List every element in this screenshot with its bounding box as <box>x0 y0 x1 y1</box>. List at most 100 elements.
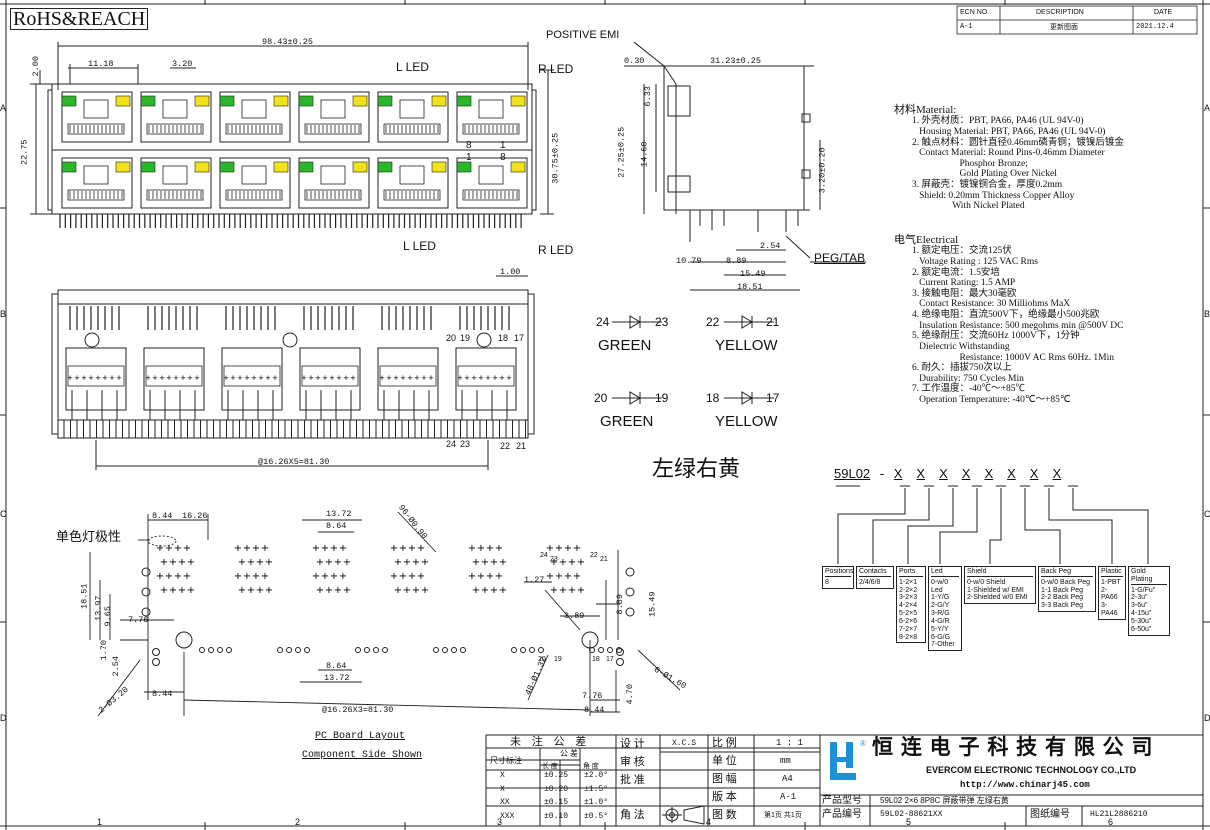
code-box-option: 7-Other <box>931 641 955 649</box>
pcb-dim-8-44: 8.44 <box>152 511 173 521</box>
top-plus-mark: + <box>180 373 185 383</box>
top-plus-mark: + <box>265 373 270 383</box>
part-code-x: X <box>893 466 903 481</box>
pcb-hole-plus: + <box>183 543 191 554</box>
pcb-hole-plus: + <box>178 585 186 596</box>
tolerance-cell: ±0.25 <box>544 771 569 780</box>
tolerance-cell: X <box>500 784 505 794</box>
left-led-green <box>61 95 77 107</box>
angle-method-label: 角 法 <box>620 809 645 821</box>
top-plus-mark: + <box>159 373 164 383</box>
rev-desc: 更新图面 <box>1050 24 1078 31</box>
pcb-hole-plus: + <box>495 543 503 554</box>
pcb-mount-hole <box>175 631 193 649</box>
pcb-pad <box>286 647 292 653</box>
side-dim-18-51: 18.51 <box>737 282 763 292</box>
code-box-option: 2-2 Back Peg <box>1041 594 1084 602</box>
part-code-x: X <box>984 466 994 481</box>
model-value: 59L02 2×6 8P8C 屏蔽带弹 左绿右黄 <box>880 796 1009 805</box>
led-2-a: 22 <box>706 315 720 329</box>
left-led-green <box>219 161 235 173</box>
front-port-contacts <box>304 123 362 135</box>
part-code-x: X <box>1029 466 1039 481</box>
part-code-x: X <box>916 466 926 481</box>
tolerance-cell: ±2.0° <box>584 771 609 780</box>
company-logo-icon <box>830 742 856 780</box>
code-box-option: 0-w/0 Led <box>931 578 949 594</box>
drawing-no-value: HL21L2886210 <box>1090 810 1148 819</box>
pcb-hole-plus: + <box>312 571 320 582</box>
top-plus-mark: + <box>272 373 277 383</box>
design-label: 设 计 <box>620 738 645 750</box>
top-plus-mark: + <box>173 373 178 383</box>
left-led-green <box>456 161 472 173</box>
top-module <box>143 347 205 411</box>
pcb-hole-plus: + <box>160 585 168 596</box>
code-box-option: 3-2×3 <box>899 594 918 602</box>
pcb-hole-plus: + <box>399 571 407 582</box>
top-plus-mark: + <box>251 373 256 383</box>
front-port <box>456 91 528 143</box>
code-box-option: 3-3 Back Peg <box>1041 602 1084 610</box>
top-plus-mark: + <box>506 373 511 383</box>
code-box-title: Led <box>931 568 959 577</box>
front-port-latch <box>162 165 188 185</box>
side-width-dim: 31.23±0.25 <box>710 56 762 66</box>
front-port-contacts <box>383 123 441 135</box>
code-box-option: 1-Y/G <box>931 594 950 602</box>
top-module-inner <box>379 365 437 387</box>
led-2-b: 21 <box>766 315 780 329</box>
front-port <box>456 157 528 209</box>
top-module <box>221 347 283 411</box>
front-port <box>377 157 449 209</box>
pcb-hole-plus: + <box>238 557 246 568</box>
pcb-pad <box>373 647 379 653</box>
positive-emi-label: POSITIVE EMI <box>546 29 620 41</box>
pcb-pad <box>442 647 448 653</box>
front-dim-2-00: 2.00 <box>30 56 41 77</box>
pcb-hole-plus: + <box>243 571 251 582</box>
code-box-option: 1-PBT <box>1101 578 1121 586</box>
top-pitch-dim: @16.26X5=81.30 <box>258 457 330 467</box>
pcb-hole-plus: + <box>339 543 347 554</box>
code-box-option: 2-3u" <box>1131 594 1148 602</box>
spec-electrical-block: 电气Electrical 1. 额定电压：交流125伏 Voltage Rati… <box>894 234 1124 406</box>
front-r-led-top: R LED <box>538 62 574 76</box>
peg-tab-label: PEG/TAB <box>814 251 866 265</box>
pcb-hole-plus: + <box>546 543 554 554</box>
grid-row-d: D <box>0 713 7 723</box>
pcb-dim-8-89: 8.89 <box>614 594 625 615</box>
pcb-hole-plus: + <box>316 585 324 596</box>
led-3-b: 19 <box>655 391 669 405</box>
top-plus-mark: + <box>457 373 462 383</box>
code-box-option: 8 <box>825 578 829 586</box>
front-view-ports <box>61 91 528 209</box>
pcb-pad <box>304 647 310 653</box>
pcb-peg-hole <box>141 607 151 617</box>
part-code-x: X <box>939 466 948 481</box>
pcb-hole-plus: + <box>261 543 269 554</box>
pcb-pad <box>433 647 439 653</box>
pcb-pad <box>460 647 466 653</box>
pcb-led-hole <box>616 648 624 656</box>
code-box-option: 2/4/6/8 <box>859 578 881 586</box>
top-plus-mark: + <box>187 373 192 383</box>
front-port-contacts <box>462 189 520 201</box>
top-plus-mark: + <box>471 373 476 383</box>
top-peg-icon <box>476 332 492 348</box>
front-l-led-bottom: L LED <box>403 239 436 253</box>
pcb-led-hole <box>616 658 624 666</box>
pcb-hole-plus: + <box>417 571 425 582</box>
projection-symbol-icon <box>662 805 705 825</box>
top-plus-mark: + <box>478 373 483 383</box>
led-diode-icon <box>741 391 753 405</box>
top-peg-icon <box>282 332 298 348</box>
code-box-option: 3-PA46 <box>1101 602 1118 618</box>
pcb-hole-plus: + <box>486 571 494 582</box>
spec-electrical-line: 7. 工作温度：-40℃～+85℃ <box>912 384 1026 395</box>
right-led-yellow <box>194 161 210 173</box>
top-module-inner <box>145 365 203 387</box>
